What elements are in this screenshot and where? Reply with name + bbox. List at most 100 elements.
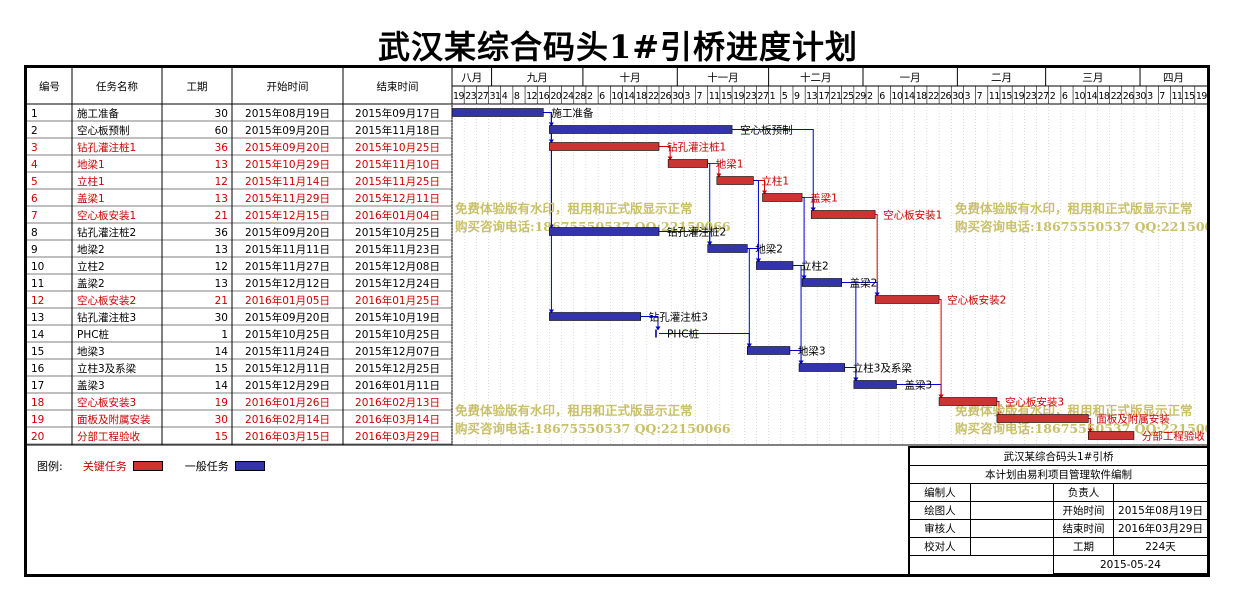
task-name: 地梁3 — [77, 345, 105, 358]
task-end: 2016年02月13日 — [355, 396, 440, 409]
info-owner-label: 负责人 — [1052, 483, 1115, 502]
dependency-arrow — [1087, 428, 1093, 433]
task-bar-label: 立柱1 — [761, 175, 789, 188]
task-end: 2015年09月17日 — [355, 107, 440, 120]
info-editor-label: 编制人 — [909, 483, 971, 502]
task-name: 面板及附属安装 — [77, 413, 151, 426]
task-id: 3 — [31, 142, 38, 154]
task-id: 14 — [31, 329, 45, 341]
task-start: 2016年01月26日 — [245, 396, 330, 409]
info-reviewer-label: 审核人 — [909, 519, 971, 538]
task-bar — [810, 210, 876, 219]
day-tick-label: 6 — [599, 91, 605, 102]
task-duration: 13 — [215, 159, 228, 171]
task-duration: 30 — [215, 108, 228, 120]
task-start: 2015年10月25日 — [245, 328, 330, 341]
month-label: 一月 — [900, 72, 921, 84]
task-bar — [549, 227, 660, 236]
task-id: 18 — [31, 397, 44, 409]
task-duration: 12 — [215, 261, 228, 273]
task-duration: 13 — [215, 278, 228, 290]
task-id: 12 — [31, 295, 44, 307]
column-header-end: 结束时间 — [377, 80, 419, 93]
day-tick-label: 23 — [465, 91, 476, 102]
task-id: 10 — [31, 261, 44, 273]
task-bar — [667, 159, 709, 168]
day-tick-label: 2 — [1050, 91, 1056, 102]
task-start: 2015年12月29日 — [245, 379, 330, 392]
task-bar-label: 盖梁2 — [850, 277, 878, 290]
task-bar — [707, 244, 748, 253]
column-header-id: 编号 — [39, 80, 60, 93]
task-start: 2015年11月27日 — [245, 260, 330, 273]
task-bar-label: 地梁2 — [755, 243, 783, 256]
task-end: 2015年10月25日 — [355, 328, 440, 341]
day-tick-label: 6 — [879, 91, 885, 102]
month-label: 三月 — [1082, 72, 1103, 84]
dependency-link — [1088, 418, 1091, 432]
day-tick-label: 26 — [940, 91, 951, 102]
dependency-link — [792, 265, 802, 364]
day-tick-label: 31 — [490, 91, 501, 102]
task-bar-label: 地梁1 — [716, 158, 744, 171]
task-id: 2 — [31, 125, 38, 137]
dependency-link — [543, 112, 552, 313]
task-bar — [549, 142, 660, 151]
dependency-arrow — [996, 411, 1002, 416]
day-tick-label: 3 — [684, 91, 690, 102]
day-tick-label: 9 — [794, 91, 800, 102]
task-bar — [801, 278, 842, 287]
dependency-link — [747, 248, 750, 347]
task-start: 2015年12月12日 — [245, 277, 330, 290]
task-bar-label: PHC桩 — [667, 328, 700, 341]
day-tick-label: 18 — [636, 91, 647, 102]
dependency-arrow — [716, 173, 722, 178]
day-tick-label: 10 — [891, 91, 902, 102]
info-end-label: 结束时间 — [1052, 519, 1115, 538]
task-id: 11 — [31, 278, 44, 290]
task-name: 盖梁3 — [77, 379, 105, 392]
legend-critical-label: 关键任务 — [82, 460, 127, 473]
month-label: 十一月 — [707, 71, 739, 84]
day-tick-label: 18 — [1098, 91, 1109, 102]
task-end: 2015年12月25日 — [355, 362, 440, 375]
task-name: 空心板预制 — [77, 124, 130, 137]
task-name: 分部工程验收 — [77, 430, 140, 443]
task-end: 2016年01月25日 — [355, 294, 440, 307]
task-end: 2016年03月14日 — [355, 413, 440, 426]
task-name: 施工准备 — [77, 107, 119, 120]
day-tick-label: 26 — [660, 91, 671, 102]
day-tick-label: 15 — [1184, 91, 1195, 102]
info-date: 2015-05-24 — [1052, 555, 1209, 574]
day-tick-label: 29 — [855, 91, 866, 102]
task-name: 空心板安装2 — [77, 294, 136, 307]
task-end: 2016年01月04日 — [355, 209, 440, 222]
task-bar-label: 空心板安装1 — [883, 209, 942, 222]
day-tick-label: 28 — [575, 91, 586, 102]
day-tick-label: 22 — [648, 91, 659, 102]
day-tick-label: 19 — [453, 91, 464, 102]
task-duration: 30 — [215, 312, 228, 324]
day-tick-label: 18 — [916, 91, 927, 102]
task-name: 地梁2 — [77, 243, 105, 256]
dependency-link — [707, 163, 711, 245]
dependency-link — [841, 282, 857, 381]
task-name: 钻孔灌注桩3 — [77, 311, 136, 324]
dependency-arrow — [810, 207, 816, 212]
dependency-link — [996, 401, 1000, 415]
legend-normal-swatch — [234, 461, 265, 471]
task-id: 13 — [31, 312, 44, 324]
day-tick-label: 14 — [904, 91, 915, 102]
task-name: 立柱2 — [77, 260, 105, 273]
day-tick-label: 27 — [1038, 91, 1049, 102]
task-bar — [747, 346, 791, 355]
day-tick-label: 6 — [1062, 91, 1068, 102]
task-bar — [1087, 431, 1135, 440]
day-tick-label: 1 — [770, 91, 776, 102]
month-label: 十月 — [620, 71, 641, 84]
watermark-line: 免费体验版有水印，租用和正式版显示正常 — [455, 403, 693, 418]
info-project: 武汉某综合码头1#引桥 — [909, 447, 1208, 466]
watermark-line: 免费体验版有水印，租用和正式版显示正常 — [955, 201, 1193, 216]
day-tick-label: 17 — [818, 91, 829, 102]
